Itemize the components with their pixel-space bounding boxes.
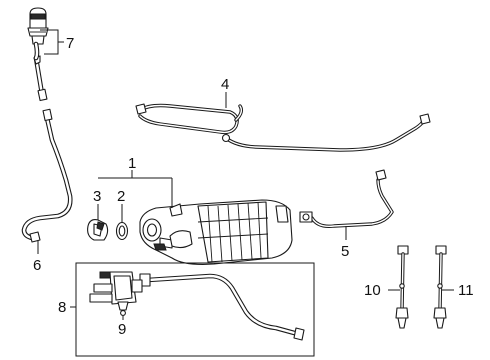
part-9-valve: [89, 271, 143, 316]
part-5-tube: [299, 169, 394, 229]
callout-10: 10: [364, 282, 381, 299]
callout-5: 5: [341, 243, 349, 260]
callout-7: 7: [66, 35, 74, 52]
callout-2: 2: [117, 188, 125, 205]
part-7-connector: [27, 7, 49, 45]
part-1-canister: [139, 199, 293, 265]
part-3-clip: [87, 219, 109, 241]
callout-6: 6: [33, 257, 41, 274]
part-10-sensor: [395, 245, 409, 329]
part-11-sensor: [433, 245, 447, 329]
inset-box: [75, 262, 315, 357]
callout-8: 8: [58, 299, 66, 316]
callout-3: 3: [93, 188, 101, 205]
part-6-hose: [21, 41, 73, 243]
callout-11: 11: [458, 282, 474, 299]
callout-9: 9: [118, 321, 126, 338]
leader-lines: [37, 29, 454, 320]
callout-labels: 7 4 1 3 2 6 5 8 9 10 11: [33, 35, 474, 338]
callout-1: 1: [128, 155, 136, 172]
callout-4: 4: [221, 76, 229, 93]
part-4-tube: [135, 103, 431, 152]
part-2-o-ring: [115, 221, 129, 241]
